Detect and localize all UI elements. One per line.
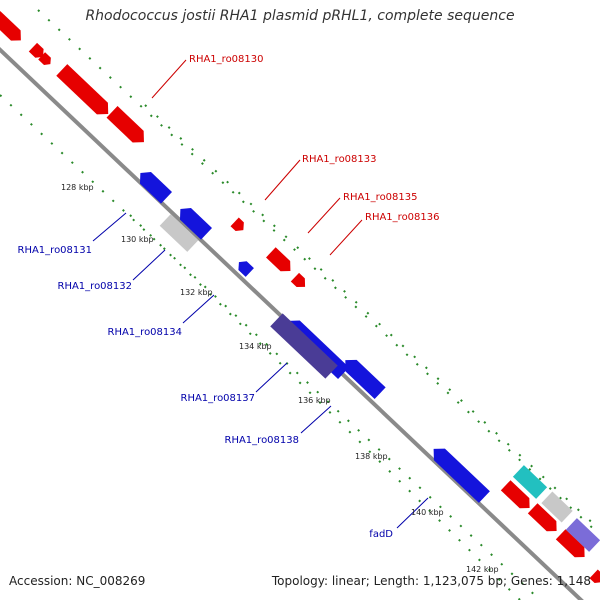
outer-tick-rail [37,9,600,536]
gene-arrow[interactable] [500,480,535,513]
topology-summary: Topology: linear; Length: 1,123,075 bp; … [271,574,591,588]
tick-label-130: 130 kbp [121,235,154,244]
gene-arrow-ro08134[interactable] [235,258,254,277]
gene-label-ro08138[interactable]: RHA1_ro08138 [225,435,300,446]
tick-label-138: 138 kbp [355,452,388,461]
gene-arrow[interactable] [565,518,600,552]
inner-tick-rail [0,94,541,600]
tick-label-140: 140 kbp [411,508,444,517]
gene-label-ro08131[interactable]: RHA1_ro08131 [18,245,93,256]
tick-label-134: 134 kbp [239,342,272,351]
gene-arrow-ro08131[interactable] [135,167,173,204]
gene-arrow[interactable] [28,42,47,61]
mid-tick-rail [144,104,600,531]
gene-label-ro08132[interactable]: RHA1_ro08132 [58,281,133,292]
reverse-leaders [92,212,429,529]
gene-arrow[interactable] [38,52,54,68]
gene-label-ro08133[interactable]: RHA1_ro08133 [302,154,377,165]
inner-tick-rail-2 [129,214,521,600]
gene-label-ro08134[interactable]: RHA1_ro08134 [108,327,183,338]
accession-text: Accession: NC_008269 [9,574,146,588]
gene-arrow[interactable] [555,529,590,562]
gene-label-fadD[interactable]: fadD [369,529,393,540]
gene-label-ro08136[interactable]: RHA1_ro08136 [365,212,440,223]
gene-arrow[interactable] [159,214,199,252]
tick-label-132: 132 kbp [180,288,213,297]
gene-label-ro08135[interactable]: RHA1_ro08135 [343,192,418,203]
map-title: Rhodococcus jostii RHA1 plasmid pRHL1, c… [85,8,515,24]
gene-arrow-fadD[interactable] [428,443,490,503]
gene-arrow[interactable] [106,106,150,148]
gene-arrow-ro08133[interactable] [230,217,248,235]
forward-genes [0,11,600,587]
gene-arrow[interactable] [589,569,600,587]
gene-arrow[interactable] [0,11,26,45]
gene-arrow-ro08136[interactable] [290,272,309,291]
gene-arrow-ro08138[interactable] [340,354,386,400]
tick-label-136: 136 kbp [298,396,331,405]
tick-label-142: 142 kbp [466,565,499,574]
gene-label-ro08137[interactable]: RHA1_ro08137 [181,393,256,404]
forward-leaders [151,59,363,256]
reverse-genes [135,167,490,503]
gene-arrow-ro08132[interactable] [175,203,213,240]
gene-arrow[interactable] [512,465,548,499]
gene-arrow[interactable] [541,491,573,523]
tick-label-128: 128 kbp [61,183,94,192]
gene-label-ro08130[interactable]: RHA1_ro08130 [189,54,264,65]
gene-arrow-ro08130[interactable] [56,64,113,120]
gene-arrow-ro08137[interactable] [270,313,338,379]
gene-arrow[interactable] [527,503,562,536]
gene-arrow-ro08135[interactable] [266,247,295,276]
